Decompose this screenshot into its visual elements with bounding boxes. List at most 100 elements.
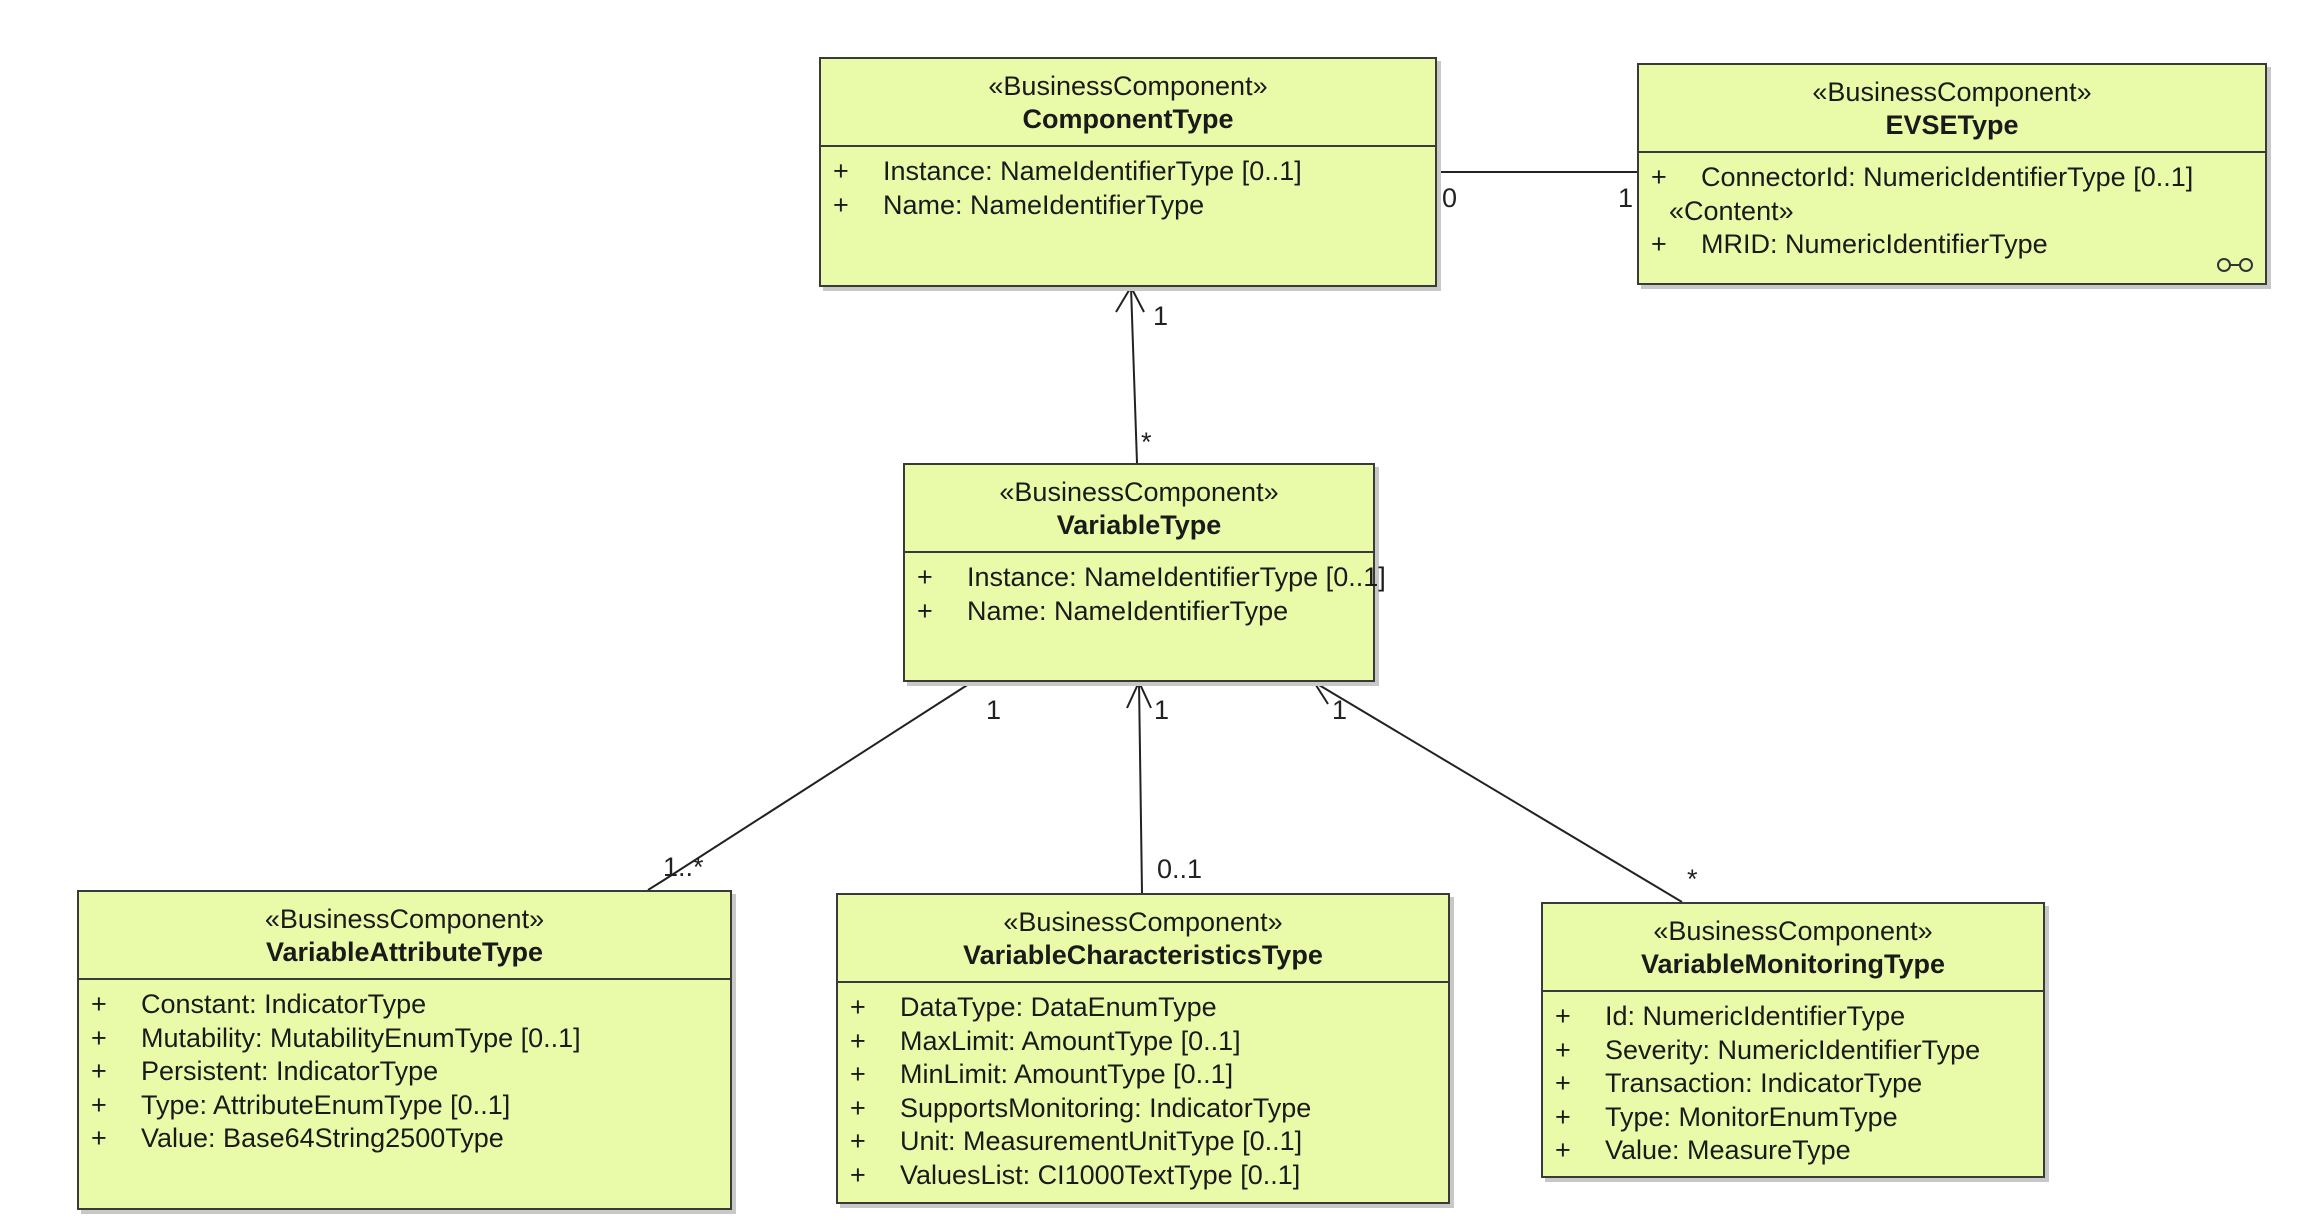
attribute-text: SupportsMonitoring: IndicatorType bbox=[900, 1092, 1312, 1123]
attribute-text: DataType: DataEnumType bbox=[900, 992, 1217, 1022]
visibility-marker: + bbox=[917, 562, 933, 592]
attribute-row[interactable]: + MRID: NumericIdentifierType bbox=[1647, 228, 2253, 262]
class-attributes: + ConnectorId: NumericIdentifierType [0..… bbox=[1639, 153, 2265, 261]
class-attributes: + Instance: NameIdentifierType [0..1] + Na… bbox=[905, 553, 1386, 629]
multiplicity-characteristics-link-characteristics-end: 0..1 bbox=[1157, 854, 1203, 884]
visibility-marker: + bbox=[91, 1123, 107, 1153]
attribute-row[interactable]: +Transaction: IndicatorType bbox=[1551, 1067, 2031, 1101]
visibility-marker: + bbox=[833, 156, 849, 186]
association-variable-component[interactable] bbox=[1130, 286, 1138, 464]
attribute-row[interactable]: +Severity: NumericIdentifierType bbox=[1551, 1034, 2031, 1068]
attribute-row[interactable]: + ValuesList: CI1000TextType [0..1] bbox=[846, 1159, 1436, 1193]
multiplicity-attribute-link-attribute-end: 1..* bbox=[663, 852, 704, 882]
attribute-text: ConnectorId: NumericIdentifierType [0..1… bbox=[1701, 162, 2194, 192]
attribute-text: MRID: NumericIdentifierType bbox=[1701, 228, 2048, 259]
arrowhead-component bbox=[1115, 284, 1145, 313]
attribute-text: Instance: NameIdentifierType [0..1] bbox=[883, 156, 1302, 186]
multiplicity-attribute-link-variable-end: 1 bbox=[986, 695, 1002, 725]
class-stereotype: «BusinessComponent» bbox=[999, 477, 1279, 507]
multiplicity-monitoring-link-variable-end: 1 bbox=[1332, 695, 1348, 725]
arrowhead-variable-from-characteristics bbox=[1126, 679, 1152, 709]
attribute-row[interactable]: + Type: MonitorEnumType bbox=[1551, 1101, 2031, 1135]
attribute-row[interactable]: +Id: NumericIdentifierType bbox=[1551, 1000, 2031, 1034]
attribute-text: Name: NameIdentifierType bbox=[883, 189, 1205, 220]
class-variable-monitoring-type[interactable]: «BusinessComponent» VariableMonitoringTy… bbox=[1541, 902, 2045, 1178]
visibility-marker: + bbox=[850, 1092, 866, 1123]
class-name: VariableCharacteristicsType bbox=[963, 940, 1323, 970]
visibility-marker: + bbox=[850, 1025, 866, 1056]
visibility-marker: + bbox=[91, 1089, 107, 1120]
class-variable-characteristics-type[interactable]: «BusinessComponent» VariableCharacterist… bbox=[836, 893, 1450, 1204]
attribute-row[interactable]: + MaxLimit: AmountType [0..1] bbox=[846, 1025, 1436, 1059]
attribute-text: Constant: IndicatorType bbox=[141, 989, 427, 1019]
multiplicity-component-evse-left: 0 bbox=[1442, 183, 1458, 213]
attribute-row[interactable]: + Mutability: MutabilityEnumType [0..1] bbox=[87, 1022, 718, 1056]
visibility-marker: + bbox=[850, 992, 866, 1022]
class-attributes: + Constant: IndicatorType + Mutability: Mu… bbox=[79, 980, 730, 1156]
multiplicity-variable-component-source: * bbox=[1141, 427, 1152, 457]
attribute-row[interactable]: +Persistent: IndicatorType bbox=[87, 1055, 718, 1089]
section-label-content: «Content» bbox=[1669, 195, 1794, 226]
glasses-icon bbox=[2217, 258, 2253, 272]
attribute-text: Type: AttributeEnumType [0..1] bbox=[141, 1089, 511, 1120]
attribute-text: Name: NameIdentifierType bbox=[967, 595, 1289, 626]
attribute-row[interactable]: + Value: Base64String2500Type bbox=[87, 1122, 718, 1156]
visibility-marker: + bbox=[1555, 1135, 1571, 1165]
visibility-marker: + bbox=[91, 989, 107, 1019]
visibility-marker: + bbox=[1555, 1068, 1571, 1098]
visibility-marker: + bbox=[91, 1022, 107, 1053]
class-component-type[interactable]: «BusinessComponent» ComponentType + Insta… bbox=[819, 57, 1437, 287]
attribute-text: Instance: NameIdentifierType [0..1] bbox=[967, 562, 1386, 592]
class-attributes: + Instance: NameIdentifierType [0..1] +Na… bbox=[821, 147, 1435, 222]
attribute-text: Mutability: MutabilityEnumType [0..1] bbox=[141, 1022, 581, 1053]
attribute-text: Persistent: IndicatorType bbox=[141, 1056, 439, 1086]
multiplicity-variable-component-target: 1 bbox=[1153, 301, 1169, 331]
attribute-row[interactable]: + Constant: IndicatorType bbox=[87, 988, 718, 1022]
attribute-row[interactable]: + Unit: MeasurementUnitType [0..1] bbox=[846, 1125, 1436, 1159]
class-stereotype: «BusinessComponent» bbox=[988, 71, 1268, 101]
multiplicity-component-evse-right: 1 bbox=[1618, 183, 1634, 213]
class-stereotype: «BusinessComponent» bbox=[1653, 916, 1933, 946]
attribute-text: MaxLimit: AmountType [0..1] bbox=[900, 1025, 1241, 1056]
attribute-row[interactable]: +Value: MeasureType bbox=[1551, 1134, 2031, 1168]
visibility-marker: + bbox=[850, 1126, 866, 1156]
class-header: «BusinessComponent» VariableMonitoringTy… bbox=[1543, 904, 2043, 992]
visibility-marker: + bbox=[1651, 162, 1667, 192]
class-header: «BusinessComponent» VariableCharacterist… bbox=[838, 895, 1448, 983]
attribute-row[interactable]: + DataType: DataEnumType bbox=[846, 991, 1436, 1025]
attribute-row[interactable]: +Name: NameIdentifierType bbox=[829, 189, 1423, 223]
attribute-text: Id: NumericIdentifierType bbox=[1605, 1001, 1906, 1031]
class-header: «BusinessComponent» VariableAttributeTyp… bbox=[79, 892, 730, 980]
class-stereotype: «BusinessComponent» bbox=[1812, 77, 2092, 107]
class-variable-type[interactable]: «BusinessComponent» VariableType + Instan… bbox=[903, 463, 1386, 682]
class-variable-attribute-type[interactable]: «BusinessComponent» VariableAttributeTyp… bbox=[77, 890, 732, 1210]
multiplicity-monitoring-link-monitoring-end: * bbox=[1687, 864, 1698, 894]
association-variable-monitoring[interactable] bbox=[1313, 681, 1683, 903]
class-evse-type[interactable]: «BusinessComponent» EVSEType + ConnectorI… bbox=[1637, 63, 2267, 285]
class-attributes: + DataType: DataEnumType + MaxLimit: Amoun… bbox=[838, 983, 1448, 1192]
class-name: VariableType bbox=[1056, 510, 1222, 540]
class-name: VariableMonitoringType bbox=[1640, 949, 1946, 979]
visibility-marker: + bbox=[850, 1159, 866, 1190]
attribute-row[interactable]: + Type: AttributeEnumType [0..1] bbox=[87, 1089, 718, 1123]
attribute-text: ValuesList: CI1000TextType [0..1] bbox=[900, 1159, 1301, 1190]
visibility-marker: + bbox=[1651, 228, 1667, 259]
association-variable-attribute[interactable] bbox=[647, 681, 973, 891]
attribute-text: Value: Base64String2500Type bbox=[141, 1123, 504, 1153]
attribute-row[interactable]: + Instance: NameIdentifierType [0..1] bbox=[829, 155, 1423, 189]
class-header: «BusinessComponent» ComponentType bbox=[821, 59, 1435, 147]
attribute-row[interactable]: + ConnectorId: NumericIdentifierType [0..… bbox=[1647, 161, 2253, 195]
class-stereotype: «BusinessComponent» bbox=[264, 904, 545, 934]
attribute-row[interactable]: + SupportsMonitoring: IndicatorType bbox=[846, 1092, 1436, 1126]
visibility-marker: + bbox=[1555, 1101, 1571, 1132]
attribute-row[interactable]: + Name: NameIdentifierType bbox=[913, 595, 1361, 629]
attribute-text: Type: MonitorEnumType bbox=[1605, 1101, 1898, 1132]
association-variable-characteristics[interactable] bbox=[1138, 681, 1143, 894]
attribute-row[interactable]: + Instance: NameIdentifierType [0..1] bbox=[913, 561, 1386, 595]
attribute-text: Unit: MeasurementUnitType [0..1] bbox=[900, 1126, 1303, 1156]
attribute-row[interactable]: +MinLimit: AmountType [0..1] bbox=[846, 1058, 1436, 1092]
attribute-text: Severity: NumericIdentifierType bbox=[1605, 1034, 1981, 1065]
visibility-marker: + bbox=[917, 595, 933, 626]
class-header: «BusinessComponent» EVSEType bbox=[1639, 65, 2265, 153]
